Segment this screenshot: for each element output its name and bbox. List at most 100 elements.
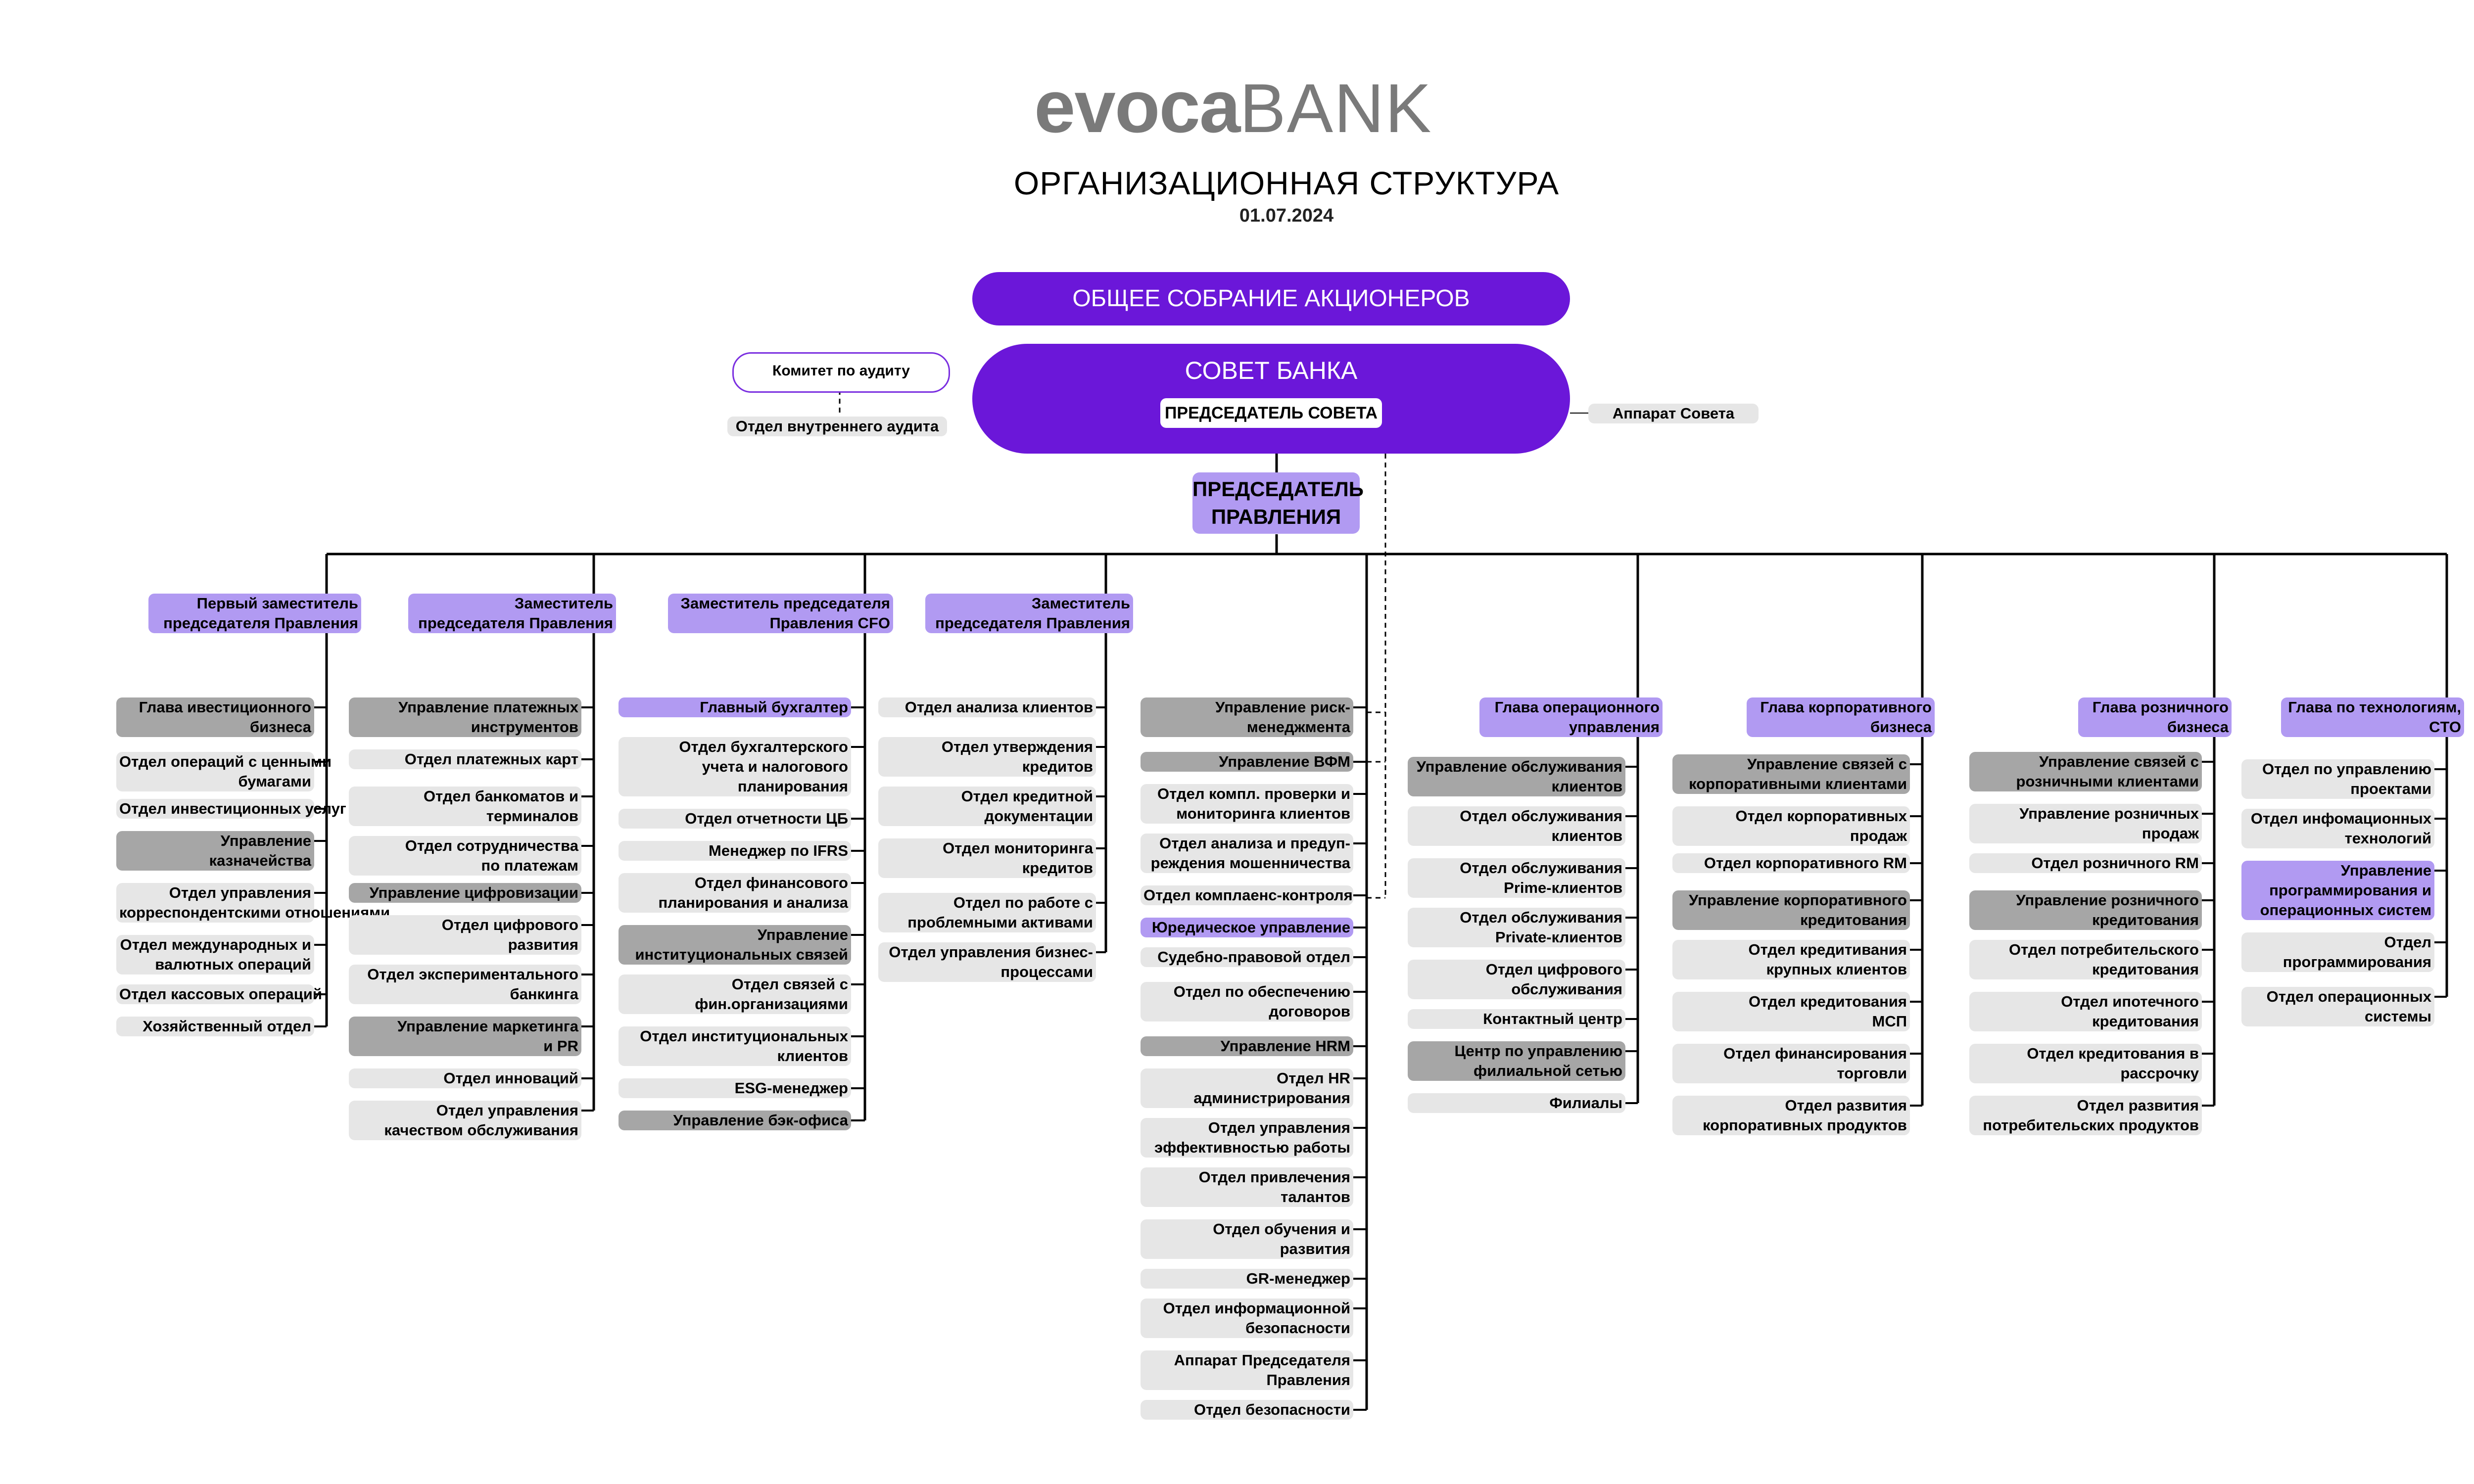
audit-committee-box: Комитет по аудиту xyxy=(732,352,950,393)
board-chair-box: ПРЕДСЕДАТЕЛЬ СОВЕТА xyxy=(1160,398,1382,428)
org-column-4-item: Отдел управления бизнес-процессами xyxy=(878,942,1096,982)
org-column-3-item: Менеджер по IFRS xyxy=(618,841,851,861)
board-title: СОВЕТ БАНКА xyxy=(1185,357,1358,384)
org-column-3-item: Управление бэк-офиса xyxy=(618,1111,851,1130)
org-column-1-item: Хозяйственный отдел xyxy=(116,1017,314,1036)
ceo-box: ПРЕДСЕДАТЕЛЬ ПРАВЛЕНИЯ xyxy=(1192,472,1364,534)
org-column-5-item: Юредическое управление xyxy=(1141,918,1353,937)
org-column-5-item: Управление ВФМ xyxy=(1141,752,1353,772)
org-column-1-item: Отдел инвестиционных услуг xyxy=(116,799,346,819)
chart-title: ОРГАНИЗАЦИОННАЯ СТРУКТУРА xyxy=(1013,165,1560,201)
ceo-line-2: ПРАВЛЕНИЯ xyxy=(1211,505,1341,528)
org-column-5-item: Управление риск-менеджмента xyxy=(1141,697,1353,737)
org-column-3-item: Главный бухгалтер xyxy=(618,697,851,717)
org-column-5-item: Управление HRM xyxy=(1141,1036,1353,1056)
org-column-4-item: Отдел анализа клиентов xyxy=(878,697,1096,717)
internal-audit-box: Отдел внутреннего аудита xyxy=(727,417,947,436)
logo-bank: BANK xyxy=(1239,69,1432,147)
org-column-7-item: Отдел корпоративного RM xyxy=(1672,853,1910,873)
org-column-2-item: Отдел инноваций xyxy=(349,1068,581,1088)
evocabank-logo: evocaBANK xyxy=(1034,69,1432,145)
org-column-9-head: Глава по технологиям,CTO xyxy=(2281,697,2464,737)
org-column-5-item: GR-менеджер xyxy=(1141,1269,1353,1289)
org-column-3-item: Отдел отчетности ЦБ xyxy=(618,809,851,829)
logo-evoca: evoca xyxy=(1034,65,1240,148)
shareholders-meeting-box: ОБЩЕЕ СОБРАНИЕ АКЦИОНЕРОВ xyxy=(972,272,1570,325)
ceo-line-1: ПРЕДСЕДАТЕЛЬ xyxy=(1192,477,1364,501)
org-column-2-item: Отдел платежных карт xyxy=(349,749,581,769)
chart-date: 01.07.2024 xyxy=(1239,205,1334,226)
org-column-6-item: Контактный центр xyxy=(1408,1009,1625,1029)
org-column-5-item: Отдел безопасности xyxy=(1141,1400,1353,1420)
org-column-8-item: Отдел розничного RM xyxy=(1969,853,2202,873)
org-column-5-item: Отдел комплаенс-контроля xyxy=(1141,885,1353,905)
org-column-1-item: Отдел кассовых операций xyxy=(116,984,322,1004)
org-column-5-item: Судебно-правовой отдел xyxy=(1141,947,1353,967)
org-column-2-item: Управление цифровизации xyxy=(349,883,581,903)
org-column-6-item: Филиалы xyxy=(1408,1093,1625,1113)
